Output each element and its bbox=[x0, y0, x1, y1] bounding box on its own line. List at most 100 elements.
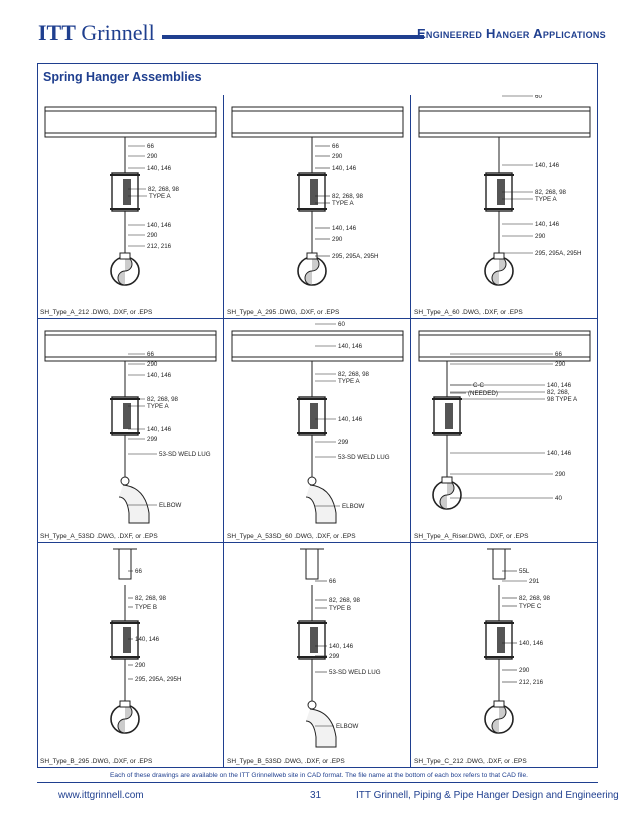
cad-filename[interactable]: SH_Type_A_60 .DWG, .DXF, or .EPS bbox=[414, 309, 523, 316]
callout-label: 66 bbox=[135, 568, 142, 575]
callout-label: TYPE A bbox=[147, 403, 170, 410]
callout-label: 66 bbox=[147, 143, 154, 150]
callout-label: 295, 295A, 295H bbox=[135, 676, 181, 683]
callout-label: 82, 268, 98 bbox=[519, 595, 551, 602]
callout-label: 82, 268, 98 bbox=[148, 186, 180, 193]
hanger-drawing bbox=[44, 106, 217, 286]
callout-label: 53-SD WELD LUG bbox=[159, 451, 211, 458]
callout-label: 53-SD WELD LUG bbox=[338, 454, 390, 461]
callout-label: 140, 146 bbox=[147, 222, 172, 229]
footer-url[interactable]: www.ittgrinnell.com bbox=[58, 790, 144, 801]
callout-label: 82, 268, 98 bbox=[535, 189, 567, 196]
hanger-drawing bbox=[44, 330, 217, 524]
callout-label: 53-SD WELD LUG bbox=[329, 669, 381, 676]
callout-label: 82, 268, 98 bbox=[135, 595, 167, 602]
callout-label: 82, 268, 98 bbox=[329, 597, 361, 604]
hanger-drawing bbox=[418, 95, 591, 286]
callout-label: (NEEDED) bbox=[468, 390, 498, 397]
callout-label: 140, 146 bbox=[547, 382, 572, 389]
i-beam bbox=[418, 330, 591, 362]
callout-label: TYPE C bbox=[519, 603, 542, 610]
i-beam bbox=[231, 106, 404, 138]
i-beam bbox=[44, 106, 217, 138]
weld-lug bbox=[120, 476, 130, 486]
callout-label: 290 bbox=[332, 153, 343, 160]
callout-label: 290 bbox=[147, 232, 158, 239]
callout-label: 60 bbox=[535, 95, 542, 100]
cad-filename[interactable]: SH_Type_A_53SD_60 .DWG, .DXF, or .EPS bbox=[227, 533, 356, 540]
cad-filename[interactable]: SH_Type_A_212 .DWG, .DXF, or .EPS bbox=[40, 309, 153, 316]
callout-label: 40 bbox=[555, 495, 562, 502]
callout-label: TYPE A bbox=[338, 378, 361, 385]
elbow bbox=[305, 708, 337, 748]
callout-label: C-C bbox=[473, 382, 485, 389]
i-beam bbox=[418, 106, 591, 138]
callout-label: 290 bbox=[535, 233, 546, 240]
hanger-drawing bbox=[297, 548, 337, 748]
callout-label: 140, 146 bbox=[147, 426, 172, 433]
weld-lug bbox=[307, 700, 317, 710]
page-section-title: Engineered Hanger Applications bbox=[416, 26, 606, 41]
callout-label: 140, 146 bbox=[338, 343, 363, 350]
callout-label: 66 bbox=[555, 351, 562, 358]
callout-label: 140, 146 bbox=[535, 221, 560, 228]
callout-label: 66 bbox=[329, 578, 336, 585]
callout-label: TYPE A bbox=[149, 193, 172, 200]
beam-stub bbox=[118, 548, 132, 580]
callout-label: 140, 146 bbox=[329, 643, 354, 650]
callout-label: 295, 295A, 295H bbox=[535, 250, 581, 257]
weld-lug bbox=[307, 476, 317, 486]
callout-label: 82, 268, 98 bbox=[338, 371, 370, 378]
callout-label: 290 bbox=[555, 471, 566, 478]
callout-label: 66 bbox=[332, 143, 339, 150]
callout-label: 140, 146 bbox=[147, 372, 172, 379]
brand-logo: ITT Grinnell bbox=[38, 20, 155, 45]
content-frame bbox=[37, 63, 598, 768]
callout-label: 212, 216 bbox=[147, 243, 172, 250]
callout-label: 140, 146 bbox=[547, 450, 572, 457]
cad-filename[interactable]: SH_Type_B_53SD .DWG, .DXF, or .EPS bbox=[227, 758, 345, 765]
header-rule bbox=[162, 35, 424, 39]
callout-label: 140, 146 bbox=[519, 640, 544, 647]
cad-filename[interactable]: SH_Type_A_Riser.DWG, .DXF, or .EPS bbox=[414, 533, 529, 540]
beam-stub bbox=[492, 548, 506, 580]
callout-label: TYPE B bbox=[135, 604, 157, 611]
callout-label: 66 bbox=[147, 351, 154, 358]
callout-label: TYPE B bbox=[329, 605, 351, 612]
cad-filename[interactable]: SH_Type_A_53SD .DWG, .DXF, or .EPS bbox=[40, 533, 158, 540]
footer-rule bbox=[37, 782, 598, 783]
callout-label: 290 bbox=[519, 667, 530, 674]
callout-label: 290 bbox=[147, 361, 158, 368]
footnote: Each of these drawings are available on … bbox=[110, 772, 528, 779]
footer-publication: ITT Grinnell, Piping & Pipe Hanger Desig… bbox=[356, 790, 619, 801]
callout-label: 299 bbox=[338, 439, 349, 446]
cad-filename[interactable]: SH_Type_B_295 .DWG, .DXF, or .EPS bbox=[40, 758, 153, 765]
i-beam bbox=[44, 330, 217, 362]
cad-filename[interactable]: SH_Type_A_295 .DWG, .DXF, or .EPS bbox=[227, 309, 340, 316]
beam-stub bbox=[305, 548, 319, 580]
callout-label: 212, 216 bbox=[519, 679, 544, 686]
callout-label: 82, 268, 98 bbox=[147, 396, 179, 403]
callout-label: 290 bbox=[147, 153, 158, 160]
callout-label: 140, 146 bbox=[338, 416, 363, 423]
callout-label: ELBOW bbox=[336, 723, 359, 730]
cad-filename[interactable]: SH_Type_C_212 .DWG, .DXF, or .EPS bbox=[414, 758, 527, 765]
